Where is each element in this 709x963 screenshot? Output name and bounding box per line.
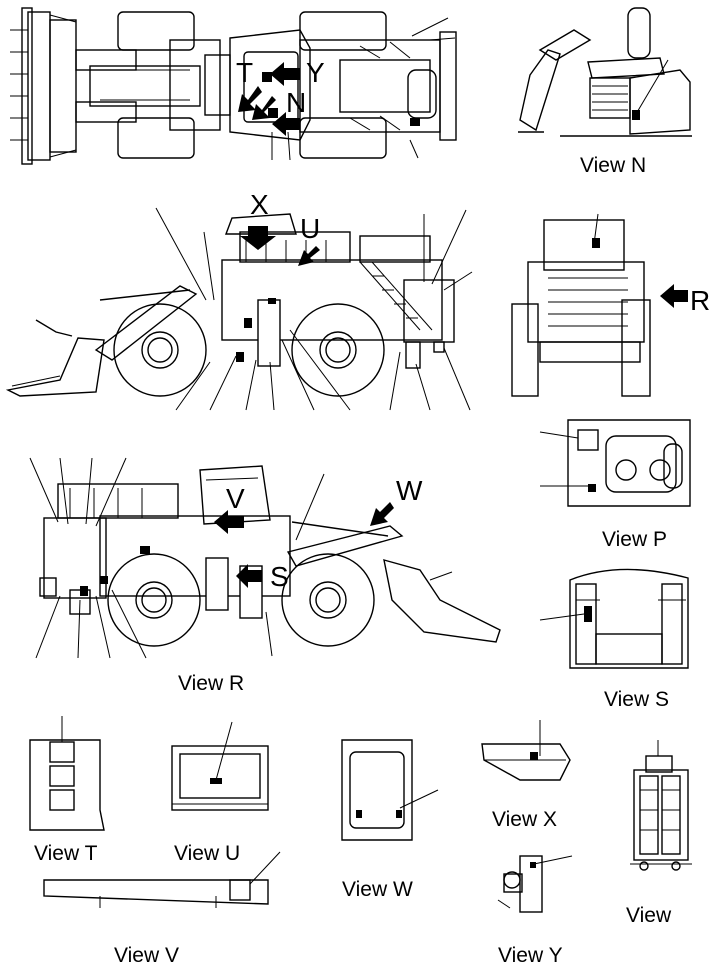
marker-n: N xyxy=(286,87,306,118)
view-t-drawing xyxy=(29,716,105,831)
view-x-drawing xyxy=(481,720,571,781)
marker-y: Y xyxy=(306,57,325,88)
marker-u: U xyxy=(300,213,320,244)
view-n-label: View N xyxy=(580,154,646,177)
view-u-label: View U xyxy=(174,842,240,865)
marker-r: R xyxy=(690,285,709,316)
rear-view-machine xyxy=(511,213,688,397)
view-w-label: View W xyxy=(342,878,413,901)
view-z-label: View xyxy=(626,904,672,927)
view-s-label: View S xyxy=(604,688,669,711)
view-r-label: View R xyxy=(178,672,244,695)
top-view-machine xyxy=(10,7,457,165)
marker-s: S xyxy=(270,561,289,592)
view-p-label: View P xyxy=(602,528,667,551)
view-y-label: View Y xyxy=(498,944,563,963)
marker-x: X xyxy=(250,189,269,220)
marker-t: T xyxy=(236,57,253,88)
view-z-drawing xyxy=(630,740,692,871)
view-v-drawing xyxy=(43,851,281,908)
side-view-machine xyxy=(5,207,473,411)
marker-w: W xyxy=(396,475,423,506)
view-n-drawing xyxy=(518,7,692,137)
view-r-drawing xyxy=(29,457,501,659)
view-p-drawing xyxy=(539,419,691,507)
view-u-drawing xyxy=(171,721,269,811)
view-s-drawing xyxy=(539,568,689,669)
view-x-label: View X xyxy=(492,808,557,831)
marker-v: V xyxy=(226,483,245,514)
view-w-drawing xyxy=(341,739,439,841)
view-t-label: View T xyxy=(34,842,98,865)
view-v-label: View V xyxy=(114,944,179,963)
view-y-drawing xyxy=(497,855,573,913)
